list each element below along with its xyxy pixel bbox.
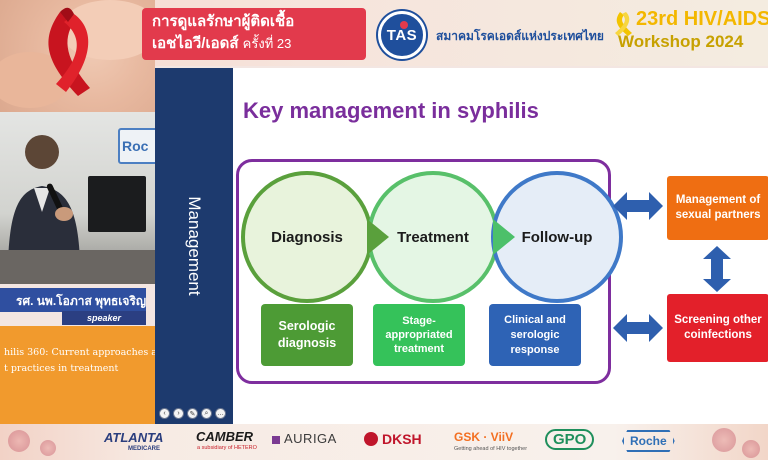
- vertical-double-arrow-icon: [703, 246, 731, 292]
- sponsor-gsk-logo: GSK · ViiV: [454, 430, 514, 444]
- slide-controls: ‹ › ✎ ⌕ …: [159, 408, 226, 419]
- presentation-slide: Management Key management in syphilis Di…: [155, 68, 768, 424]
- diagnosis-label: Diagnosis: [271, 228, 343, 246]
- zoom-icon[interactable]: ⌕: [201, 408, 212, 419]
- association-name: สมาคมโรคเอดส์แห่งประเทศไทย: [436, 29, 604, 43]
- session-topic: hilis 360: Current approaches and t prac…: [4, 345, 170, 377]
- workshop-edition: 23rd HIV/AIDS: [636, 8, 768, 30]
- speaker-name: รศ. นพ.โอภาส พุทธเจริญ: [0, 288, 146, 312]
- tas-logo: TAS: [378, 11, 426, 59]
- slide-side-bar: Management: [155, 68, 233, 424]
- flow-arrow-icon: [493, 219, 515, 255]
- sponsor-dksh-logo: DKSH: [382, 431, 422, 447]
- sponsor-camber-sub: a subsidiary of HETERO: [197, 445, 257, 451]
- podium-monitor: [88, 176, 146, 232]
- sponsor-gsk-sub: Getting ahead of HIV together: [454, 446, 528, 452]
- sponsor-atlanta-sub: MEDICARE: [128, 446, 161, 452]
- event-title-line1: การดูแลรักษาผู้ติดเชื้อ: [152, 13, 295, 30]
- virus-decoration-icon: [712, 428, 736, 452]
- sponsor-camber-logo: CAMBER: [196, 429, 254, 444]
- yellow-ribbon-icon: [615, 12, 632, 36]
- stage-treatment-box: Stage-appropriated treatment: [373, 304, 465, 366]
- event-title-line2: เอชไอวี/เอดส์ ครั้งที่ 23: [152, 33, 356, 55]
- workshop-logo: 23rd HIV/AIDS Workshop 2024: [612, 8, 768, 58]
- podium: [0, 250, 155, 284]
- diagnosis-circle: Diagnosis: [241, 171, 373, 303]
- logo-dot-icon: [400, 21, 408, 29]
- more-icon[interactable]: …: [215, 408, 226, 419]
- red-ribbon-hands-image: [0, 0, 155, 112]
- tas-logo-text: TAS: [386, 26, 418, 44]
- partner-management-box: Management of sexual partners: [667, 176, 768, 240]
- coinfection-screening-box: Screening other coinfections: [667, 294, 768, 362]
- double-arrow-icon: [613, 314, 663, 342]
- double-arrow-icon: [613, 192, 663, 220]
- event-title-line2-main: เอชไอวี/เอดส์: [152, 35, 239, 52]
- pen-icon[interactable]: ✎: [187, 408, 198, 419]
- sponsor-roche-logo: Roche: [622, 430, 675, 452]
- dksh-mark-icon: [364, 432, 378, 446]
- event-title-edition: ครั้งที่ 23: [242, 36, 292, 51]
- background-sign-text: Roc: [122, 138, 149, 154]
- background-sign: Roc: [118, 128, 158, 164]
- serologic-diagnosis-box: Serologic diagnosis: [261, 304, 353, 366]
- next-icon[interactable]: ›: [173, 408, 184, 419]
- virus-decoration-icon: [8, 430, 30, 452]
- sponsor-atlanta-logo: ATLANTA: [104, 430, 164, 445]
- session-topic-line2: t practices in treatment: [4, 363, 119, 374]
- clinical-response-box: Clinical and serologic response: [489, 304, 581, 366]
- speaker-role: speaker: [62, 311, 146, 325]
- sponsor-auriga-logo: AURIGA: [272, 431, 337, 446]
- side-label: Management: [185, 196, 204, 296]
- followup-label: Follow-up: [521, 228, 593, 246]
- sponsor-gpo-logo: GPO: [545, 429, 595, 450]
- session-topic-line1: hilis 360: Current approaches and: [4, 347, 170, 358]
- event-title: การดูแลรักษาผู้ติดเชื้อ เอชไอวี/เอดส์ คร…: [142, 8, 366, 60]
- virus-decoration-icon: [40, 440, 56, 456]
- virus-decoration-icon: [742, 440, 760, 458]
- workshop-year: Workshop 2024: [618, 32, 744, 51]
- flow-arrow-icon: [367, 219, 389, 255]
- prev-icon[interactable]: ‹: [159, 408, 170, 419]
- treatment-label: Treatment: [397, 228, 469, 246]
- topic-panel: [0, 326, 155, 426]
- slide-title: Key management in syphilis: [243, 98, 539, 123]
